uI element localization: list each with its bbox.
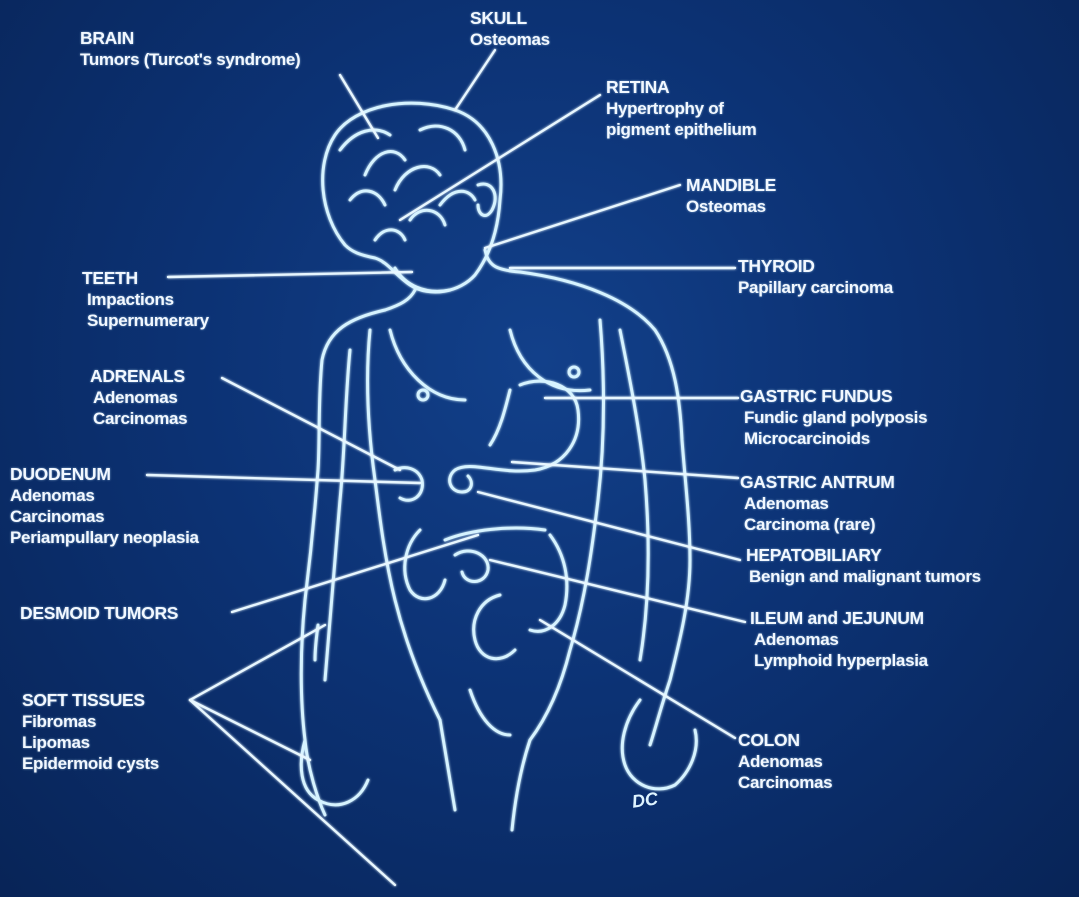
label-adrenals-line-2: Carcinomas: [93, 408, 187, 429]
label-hepatobiliary-title: HEPATOBILIARY: [746, 545, 981, 566]
leader-adrenals: [222, 378, 400, 470]
label-gastric-fundus-title: GASTRIC FUNDUS: [740, 386, 927, 407]
label-gastric-antrum-title: GASTRIC ANTRUM: [740, 472, 895, 493]
chest-left: [390, 330, 465, 400]
esophagus: [490, 390, 510, 445]
label-retina-title: RETINA: [606, 77, 756, 98]
leader-mandible: [485, 185, 680, 248]
ear: [478, 184, 495, 215]
nipple-left: [418, 390, 428, 400]
label-ileum-jejunum-line-1: Adenomas: [754, 629, 928, 650]
nipple-right: [569, 367, 579, 377]
label-gastric-fundus-line-1: Fundic gland polyposis: [744, 407, 927, 428]
label-adrenals: ADRENALS Adenomas Carcinomas: [90, 366, 187, 429]
label-gastric-fundus-line-2: Microcarcinoids: [744, 428, 927, 449]
label-ileum-jejunum-title: ILEUM and JEJUNUM: [750, 608, 928, 629]
pelvis-left: [440, 720, 455, 810]
colon-ascending: [405, 530, 445, 599]
ileum-loops: [455, 551, 488, 582]
label-hepatobiliary-line-1: Benign and malignant tumors: [749, 566, 981, 587]
label-duodenum-line-1: Adenomas: [10, 485, 199, 506]
label-soft-tissues-line-3: Epidermoid cysts: [22, 753, 159, 774]
label-retina: RETINA Hypertrophy of pigment epithelium: [606, 77, 756, 140]
label-teeth-line-2: Supernumerary: [87, 310, 209, 331]
colon-descending: [530, 535, 567, 631]
artist-signature: DC: [631, 788, 660, 812]
label-duodenum-line-3: Periampullary neoplasia: [10, 527, 199, 548]
groin: [470, 690, 510, 735]
leader-skull: [455, 50, 495, 110]
label-skull-line-1: Osteomas: [470, 29, 550, 50]
leader-antrum: [512, 462, 738, 478]
label-thyroid: THYROID Papillary carcinoma: [738, 256, 893, 298]
label-gastric-antrum-line-1: Adenomas: [744, 493, 895, 514]
leader-soft-c: [190, 700, 310, 760]
pelvis-right: [512, 740, 530, 830]
label-hepatobiliary: HEPATOBILIARY Benign and malignant tumor…: [746, 545, 981, 587]
label-gastric-antrum-line-2: Carcinoma (rare): [744, 514, 895, 535]
leader-colon: [540, 620, 735, 738]
label-thyroid-line-1: Papillary carcinoma: [738, 277, 893, 298]
brain-folds: [340, 126, 475, 240]
label-thyroid-title: THYROID: [738, 256, 893, 277]
left-inner-arm: [325, 350, 350, 680]
label-soft-tissues-title: SOFT TISSUES: [22, 690, 159, 711]
label-skull: SKULL Osteomas: [470, 8, 550, 50]
label-adrenals-line-1: Adenomas: [93, 387, 187, 408]
label-soft-tissues: SOFT TISSUES Fibromas Lipomas Epidermoid…: [22, 690, 159, 774]
label-colon-title: COLON: [738, 730, 832, 751]
leader-brain: [340, 75, 378, 138]
sigmoid: [474, 595, 515, 659]
label-duodenum-line-2: Carcinomas: [10, 506, 199, 527]
label-soft-tissues-line-1: Fibromas: [22, 711, 159, 732]
right-inner-arm: [620, 330, 648, 660]
leader-ileum: [490, 560, 745, 622]
label-duodenum: DUODENUM Adenomas Carcinomas Periampulla…: [10, 464, 199, 548]
label-teeth-line-1: Impactions: [87, 289, 209, 310]
label-mandible-line-1: Osteomas: [686, 196, 776, 217]
label-mandible: MANDIBLE Osteomas: [686, 175, 776, 217]
label-ileum-jejunum: ILEUM and JEJUNUM Adenomas Lymphoid hype…: [750, 608, 928, 671]
label-ileum-jejunum-line-2: Lymphoid hyperplasia: [754, 650, 928, 671]
colon-transverse: [445, 528, 545, 540]
leader-hepatobiliary: [478, 492, 740, 560]
leader-soft-b: [190, 700, 395, 885]
label-brain: BRAIN Tumors (Turcot's syndrome): [80, 28, 300, 70]
label-soft-tissues-line-2: Lipomas: [22, 732, 159, 753]
label-skull-title: SKULL: [470, 8, 550, 29]
leader-soft-a: [190, 625, 325, 700]
label-gastric-fundus: GASTRIC FUNDUS Fundic gland polyposis Mi…: [740, 386, 927, 449]
label-desmoid: DESMOID TUMORS: [20, 603, 178, 624]
label-colon-line-1: Adenomas: [738, 751, 832, 772]
left-shoulder-arm: [301, 310, 385, 815]
label-adrenals-title: ADRENALS: [90, 366, 187, 387]
label-teeth-title: TEETH: [82, 268, 209, 289]
label-retina-line-1: Hypertrophy of: [606, 98, 756, 119]
leader-desmoid: [232, 535, 478, 612]
label-mandible-title: MANDIBLE: [686, 175, 776, 196]
label-gastric-antrum: GASTRIC ANTRUM Adenomas Carcinoma (rare): [740, 472, 895, 535]
label-colon-line-2: Carcinomas: [738, 772, 832, 793]
label-retina-line-2: pigment epithelium: [606, 119, 756, 140]
label-desmoid-title: DESMOID TUMORS: [20, 603, 178, 624]
label-brain-title: BRAIN: [80, 28, 300, 49]
label-colon: COLON Adenomas Carcinomas: [738, 730, 832, 793]
label-duodenum-title: DUODENUM: [10, 464, 199, 485]
label-teeth: TEETH Impactions Supernumerary: [82, 268, 209, 331]
label-brain-line-1: Tumors (Turcot's syndrome): [80, 49, 300, 70]
neck-left: [385, 290, 415, 310]
